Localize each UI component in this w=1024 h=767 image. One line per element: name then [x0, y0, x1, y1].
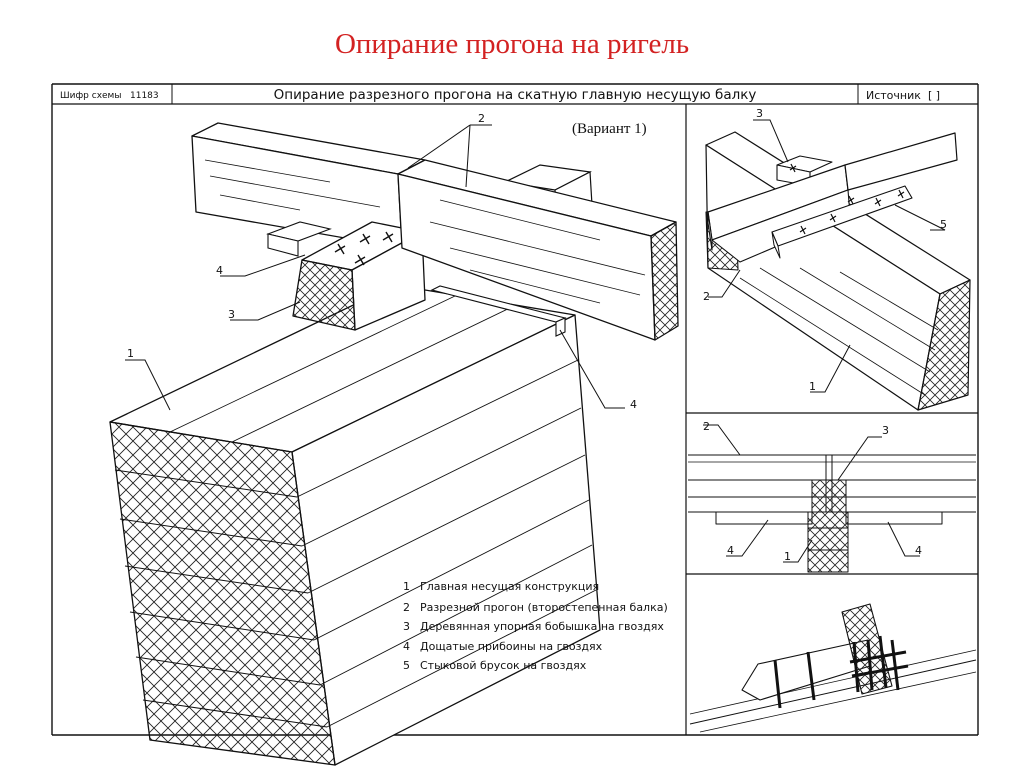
callout-main-4: 4 [216, 264, 223, 277]
section-view [688, 454, 976, 573]
purlin-right [397, 159, 679, 341]
slide-title: Опирание прогона на ригель [334, 28, 690, 60]
legend-text-5: Стыковой брусок на гвоздях [420, 659, 587, 672]
nailing-board-left [266, 221, 332, 257]
legend-num-5: 5 [403, 659, 410, 672]
callout-sec-4b: 4 [915, 544, 922, 557]
main-beam [109, 284, 601, 766]
callout-main-3: 3 [228, 308, 235, 321]
callout-main-4b: 4 [630, 398, 637, 411]
top-right-view [705, 131, 971, 411]
callout-tr-2: 2 [703, 290, 710, 303]
source-value: [ ] [928, 89, 940, 102]
legend-num-4: 4 [403, 640, 410, 653]
callout-main-2: 2 [478, 112, 485, 125]
callout-main-1: 1 [127, 347, 134, 360]
legend-num-2: 2 [403, 601, 410, 614]
callout-sec-4: 4 [727, 544, 734, 557]
callout-sec-2: 2 [703, 420, 710, 433]
sheet-title: Опирание разрезного прогона на скатную г… [274, 87, 757, 103]
variant-label: (Вариант 1) [572, 121, 647, 137]
top-right-leaders [708, 119, 946, 393]
legend-text-4: Дощатые прибоины на гвоздях [420, 640, 603, 653]
main-view-leaders [125, 124, 625, 411]
legend-num-1: 1 [403, 580, 410, 593]
source-label: Источник [866, 89, 921, 102]
legend-text-1: Главная несущая конструкция [420, 580, 599, 593]
callout-sec-3: 3 [882, 424, 889, 437]
scheme-code-value: 11183 [130, 91, 159, 101]
legend-text-3: Деревянная упорная бобышка на гвоздях [420, 620, 664, 633]
legend-text-2: Разрезной прогон (второстепенная балка) [420, 601, 668, 614]
support-block [292, 221, 426, 331]
callout-tr-1: 1 [809, 380, 816, 393]
purlin-left [191, 122, 426, 249]
nailing-board-right [430, 285, 567, 337]
legend-num-3: 3 [403, 620, 410, 633]
scheme-code-label: Шифр схемы [60, 91, 121, 101]
callout-sec-1: 1 [784, 550, 791, 563]
legend: 1 Главная несущая конструкция 2 Разрезно… [403, 580, 668, 672]
section-leaders [703, 424, 920, 563]
callout-tr-3: 3 [756, 107, 763, 120]
callout-tr-5: 5 [940, 218, 947, 231]
detail-view [689, 603, 977, 733]
